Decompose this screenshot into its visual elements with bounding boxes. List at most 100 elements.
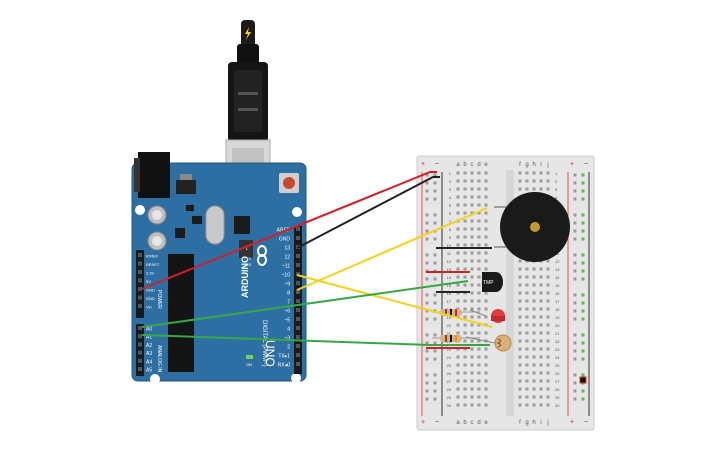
digital-pin-socket[interactable] xyxy=(296,254,300,258)
breadboard-hole[interactable] xyxy=(456,363,460,367)
breadboard-hole[interactable] xyxy=(470,395,474,399)
breadboard-hole[interactable] xyxy=(470,251,474,255)
breadboard-hole[interactable] xyxy=(518,315,522,319)
breadboard-hole[interactable] xyxy=(539,379,543,383)
breadboard-hole[interactable] xyxy=(463,283,467,287)
arduino-board[interactable] xyxy=(131,152,307,384)
breadboard-hole[interactable] xyxy=(470,211,474,215)
breadboard-hole[interactable] xyxy=(477,259,481,263)
piezo-buzzer[interactable] xyxy=(494,192,570,262)
breadboard-hole[interactable] xyxy=(546,331,550,335)
breadboard-hole[interactable] xyxy=(477,227,481,231)
breadboard-hole[interactable] xyxy=(546,299,550,303)
digital-pin-socket[interactable] xyxy=(296,362,300,366)
breadboard-hole[interactable] xyxy=(518,267,522,271)
breadboard-hole[interactable] xyxy=(532,291,536,295)
breadboard-jumpers[interactable] xyxy=(426,247,496,349)
rail-hole[interactable] xyxy=(433,373,437,377)
breadboard-hole[interactable] xyxy=(546,395,550,399)
breadboard-hole[interactable] xyxy=(525,339,529,343)
power-pin-socket[interactable] xyxy=(138,278,142,283)
breadboard-hole[interactable] xyxy=(463,259,467,263)
breadboard-hole[interactable] xyxy=(470,323,474,327)
breadboard-hole[interactable] xyxy=(532,323,536,327)
breadboard-hole[interactable] xyxy=(477,379,481,383)
rail-hole[interactable] xyxy=(425,341,429,345)
breadboard-hole[interactable] xyxy=(539,267,543,271)
breadboard-hole[interactable] xyxy=(532,371,536,375)
breadboard-hole[interactable] xyxy=(546,171,550,175)
breadboard-hole[interactable] xyxy=(463,179,467,183)
breadboard-hole[interactable] xyxy=(532,299,536,303)
breadboard-hole[interactable] xyxy=(546,339,550,343)
breadboard-hole[interactable] xyxy=(546,347,550,351)
breadboard-hole[interactable] xyxy=(456,331,460,335)
breadboard-hole[interactable] xyxy=(546,379,550,383)
rail-hole[interactable] xyxy=(433,181,437,185)
breadboard-hole[interactable] xyxy=(518,379,522,383)
rail-hole[interactable] xyxy=(433,221,437,225)
breadboard-hole[interactable] xyxy=(463,339,467,343)
breadboard-hole[interactable] xyxy=(470,235,474,239)
rail-hole[interactable] xyxy=(433,349,437,353)
breadboard-hole[interactable] xyxy=(463,331,467,335)
rail-hole[interactable] xyxy=(433,277,437,281)
breadboard-hole[interactable] xyxy=(525,291,529,295)
analog-pin-socket[interactable] xyxy=(138,334,142,339)
breadboard-hole[interactable] xyxy=(532,307,536,311)
breadboard-hole[interactable] xyxy=(463,355,467,359)
rail-hole[interactable] xyxy=(433,397,437,401)
breadboard-hole[interactable] xyxy=(518,187,522,191)
breadboard-hole[interactable] xyxy=(456,403,460,407)
digital-pin-socket[interactable] xyxy=(296,299,300,303)
breadboard-hole[interactable] xyxy=(484,403,488,407)
breadboard-hole[interactable] xyxy=(470,187,474,191)
breadboard-hole[interactable] xyxy=(518,331,522,335)
breadboard-hole[interactable] xyxy=(532,403,536,407)
rail-hole[interactable] xyxy=(425,189,429,193)
breadboard-hole[interactable] xyxy=(477,187,481,191)
breadboard-hole[interactable] xyxy=(525,187,529,191)
breadboard-hole[interactable] xyxy=(546,291,550,295)
rail-hole[interactable] xyxy=(425,237,429,241)
rail-hole[interactable] xyxy=(425,197,429,201)
breadboard-hole[interactable] xyxy=(477,315,481,319)
rail-hole[interactable] xyxy=(573,229,577,233)
rail-hole[interactable] xyxy=(573,269,577,273)
breadboard-hole[interactable] xyxy=(518,299,522,303)
breadboard-hole[interactable] xyxy=(532,379,536,383)
rail-hole[interactable] xyxy=(433,333,437,337)
breadboard-hole[interactable] xyxy=(546,323,550,327)
breadboard-hole[interactable] xyxy=(532,355,536,359)
breadboard-hole[interactable] xyxy=(525,171,529,175)
breadboard-hole[interactable] xyxy=(539,275,543,279)
breadboard-hole[interactable] xyxy=(470,315,474,319)
rail-hole[interactable] xyxy=(573,189,577,193)
rail-hole[interactable] xyxy=(573,237,577,241)
rail-hole[interactable] xyxy=(573,389,577,393)
digital-pin-socket[interactable] xyxy=(296,236,300,240)
rail-hole[interactable] xyxy=(573,301,577,305)
rail-hole[interactable] xyxy=(425,301,429,305)
rail-hole[interactable] xyxy=(433,293,437,297)
reset-button-icon[interactable] xyxy=(279,173,299,193)
breadboard-hole[interactable] xyxy=(525,387,529,391)
breadboard-hole[interactable] xyxy=(532,275,536,279)
rail-hole[interactable] xyxy=(433,253,437,257)
breadboard-hole[interactable] xyxy=(477,371,481,375)
breadboard-hole[interactable] xyxy=(477,387,481,391)
breadboard-hole[interactable] xyxy=(525,363,529,367)
rail-hole[interactable] xyxy=(573,253,577,257)
breadboard-hole[interactable] xyxy=(518,283,522,287)
breadboard-hole[interactable] xyxy=(532,347,536,351)
breadboard-hole[interactable] xyxy=(456,283,460,287)
breadboard-hole[interactable] xyxy=(470,219,474,223)
breadboard-hole[interactable] xyxy=(456,171,460,175)
breadboard-hole[interactable] xyxy=(477,347,481,351)
breadboard-hole[interactable] xyxy=(484,355,488,359)
rail-hole[interactable] xyxy=(425,357,429,361)
rail-hole[interactable] xyxy=(425,389,429,393)
power-pin-socket[interactable] xyxy=(138,253,142,257)
breadboard-hole[interactable] xyxy=(539,171,543,175)
breadboard-hole[interactable] xyxy=(525,403,529,407)
